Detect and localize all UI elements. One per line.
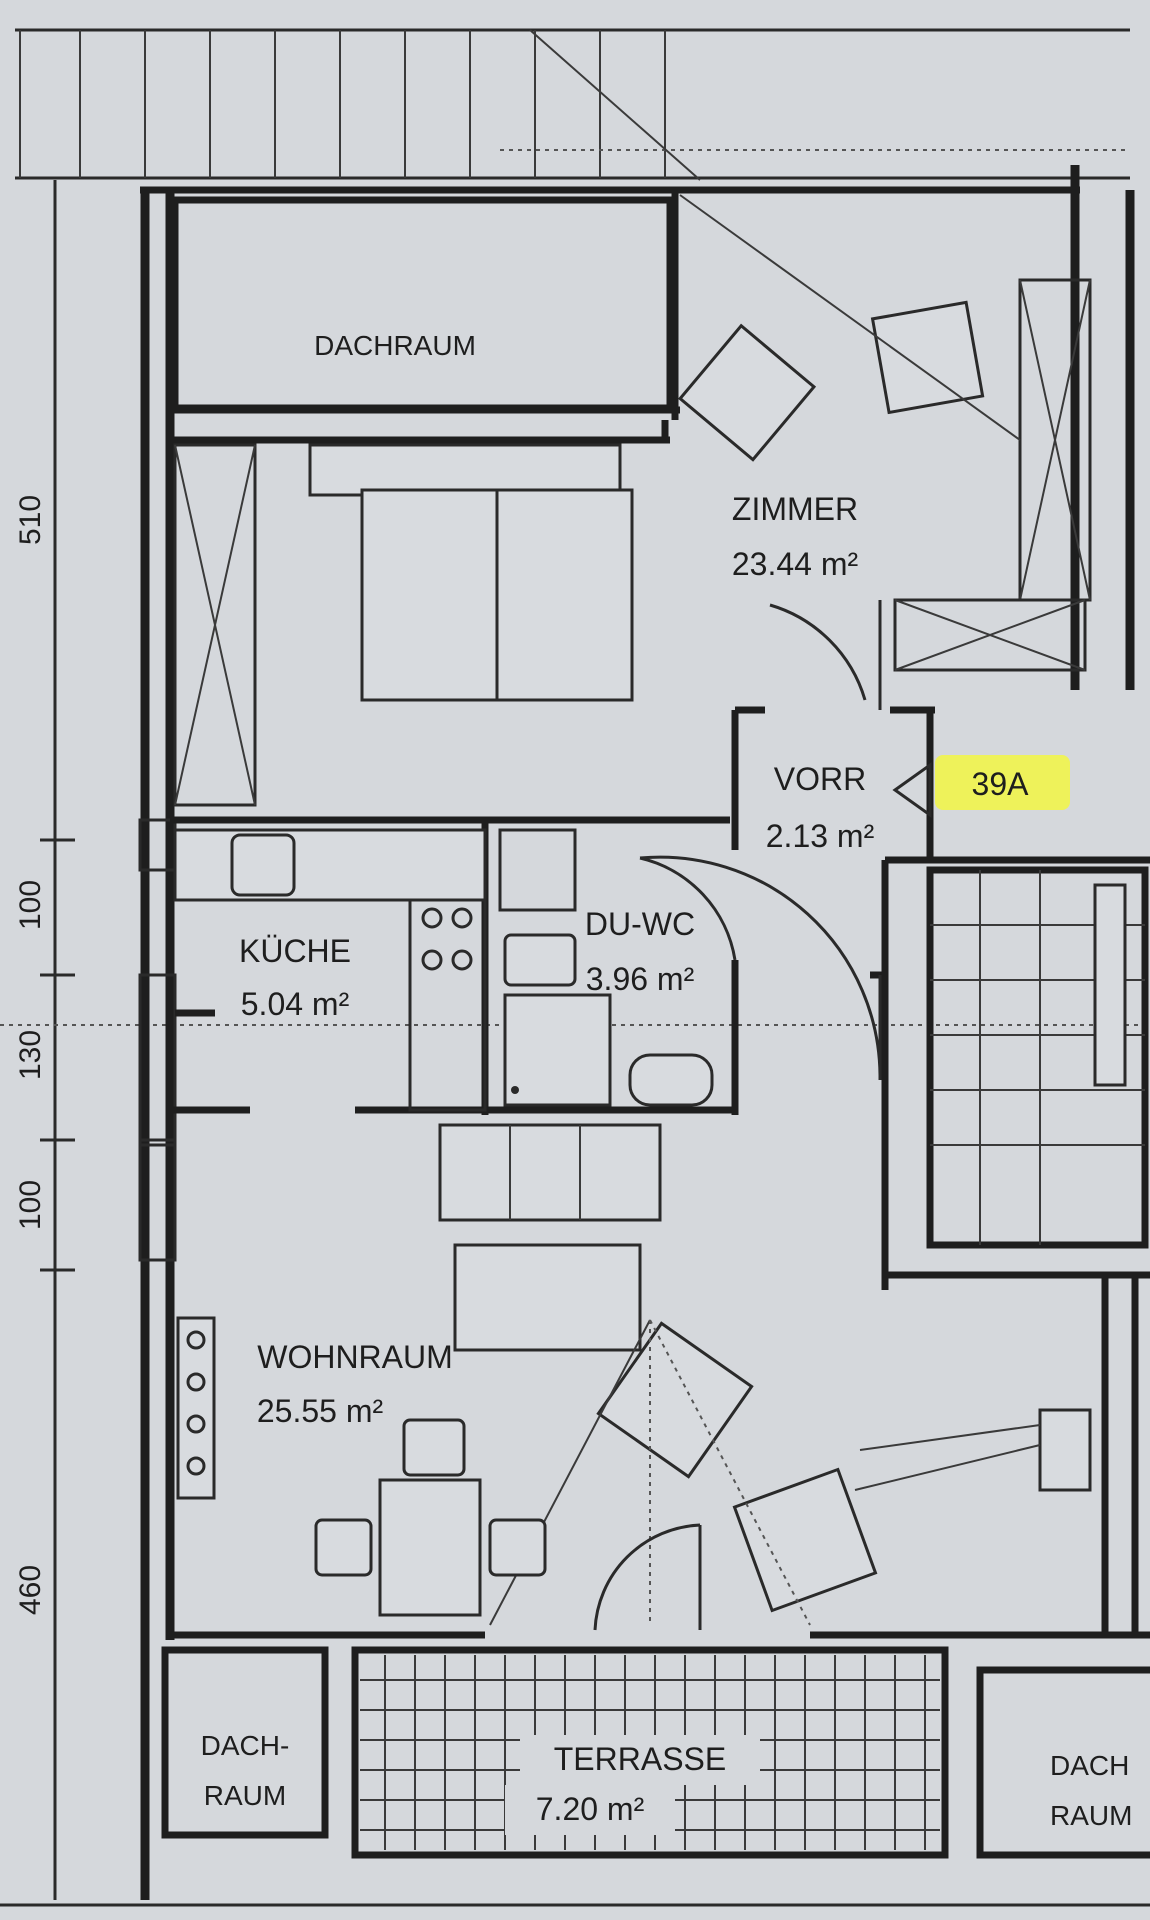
dimension-column: 510 100 130 100 460 (0, 180, 1150, 1900)
roof-strip (15, 28, 1130, 181)
dim-130: 130 (14, 1030, 47, 1080)
vorr-area: 2.13 m² (766, 818, 875, 854)
kueche-label: KÜCHE (239, 933, 351, 969)
dachraum-br-room: DACH RAUM (976, 1666, 1150, 1859)
kueche-room: KÜCHE 5.04 m² (173, 828, 487, 1112)
unit-label: 39A (972, 766, 1030, 802)
dachraum-br-line1: DACH (1050, 1750, 1129, 1781)
terrasse-area: 7.20 m² (536, 1791, 645, 1827)
dachraum-top-label: DACHRAUM (314, 330, 476, 361)
outer-walls (138, 165, 1135, 1900)
wohnraum-area: 25.55 m² (257, 1393, 384, 1429)
duwc-room: DU-WC 3.96 m² (498, 828, 737, 1107)
dachraum-bl-line2: RAUM (204, 1780, 286, 1811)
dachraum-bl-room: DACH- RAUM (161, 1646, 329, 1839)
dim-460: 460 (14, 1565, 47, 1615)
zimmer-area: 23.44 m² (732, 546, 859, 582)
terrasse-room: TERRASSE 7.20 m² (351, 1646, 949, 1859)
zimmer-label: ZIMMER (732, 491, 858, 527)
vorr-label: VORR (774, 761, 866, 797)
dachraum-bl-line1: DACH- (201, 1730, 290, 1761)
stairwell (926, 866, 1149, 1249)
duwc-label: DU-WC (585, 906, 695, 942)
unit-highlight (935, 755, 1070, 810)
dim-100-b: 100 (14, 1180, 47, 1230)
zimmer-room: ZIMMER 23.44 m² (170, 194, 1092, 807)
kueche-area: 5.04 m² (241, 986, 350, 1022)
duwc-area: 3.96 m² (586, 961, 695, 997)
dachraum-top-room: DACHRAUM (171, 196, 674, 412)
wohnraum-label: WOHNRAUM (257, 1339, 453, 1375)
wohnraum-room: WOHNRAUM 25.55 m² (165, 1123, 1150, 1640)
terrasse-label: TERRASSE (554, 1741, 726, 1777)
dim-100-a: 100 (14, 880, 47, 930)
dim-510: 510 (14, 495, 47, 545)
dachraum-br-line2: RAUM (1050, 1800, 1132, 1831)
vorr-room: VORR 2.13 m² 39A (639, 755, 1070, 1080)
